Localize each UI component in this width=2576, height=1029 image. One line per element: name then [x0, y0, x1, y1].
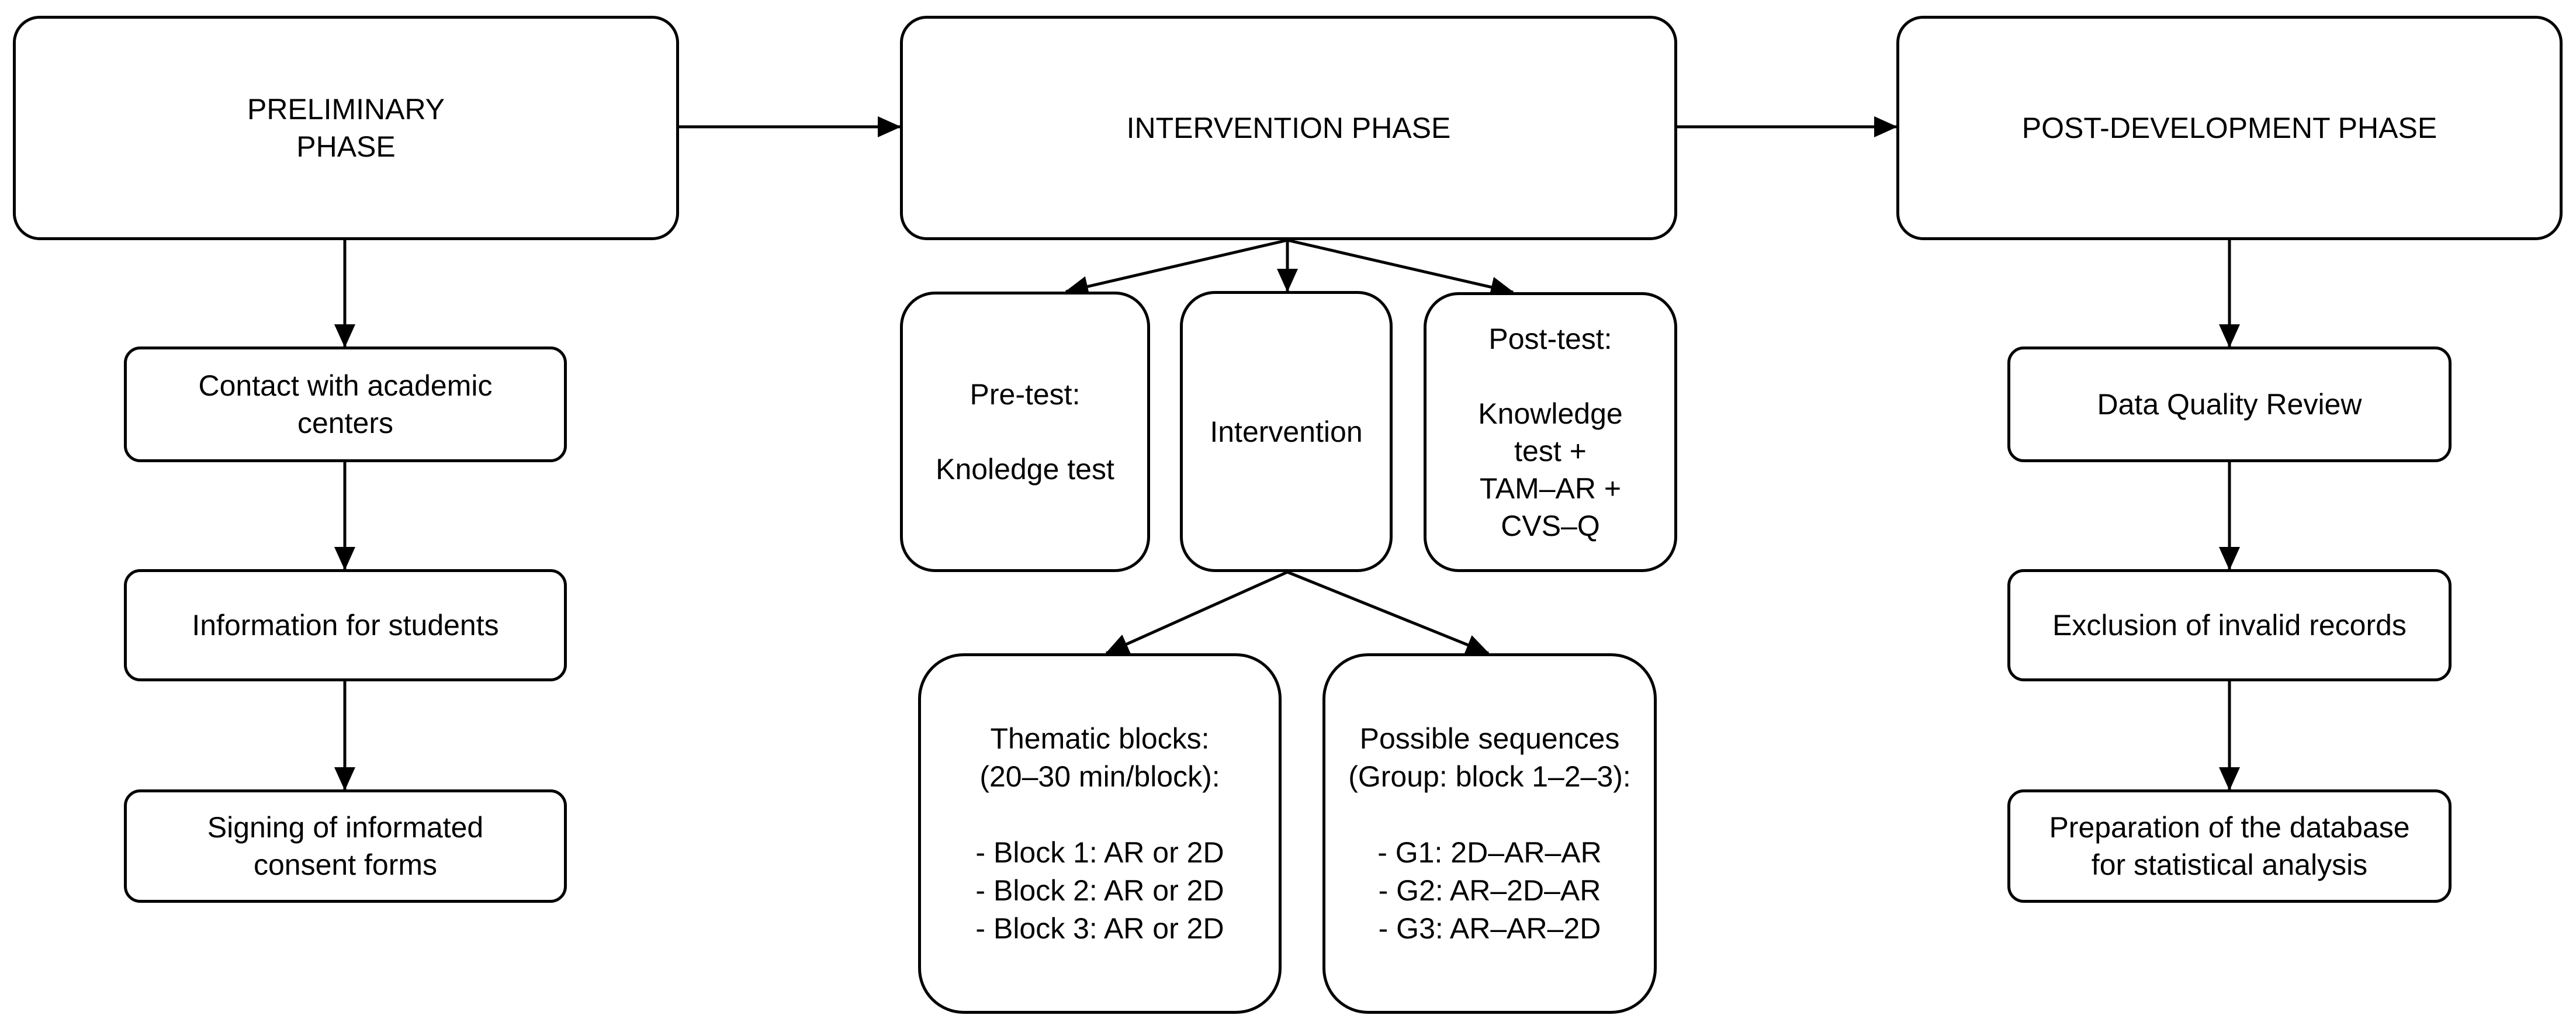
node-contact-academic-centers: Contact with academic centers: [124, 347, 567, 462]
node-data-quality-review: Data Quality Review: [2007, 347, 2452, 462]
edge-intervention-to-thematic: [1105, 570, 1289, 655]
node-post-development-phase: POST-DEVELOPMENT PHASE: [1896, 16, 2563, 240]
node-preliminary-phase: PRELIMINARY PHASE: [13, 16, 679, 240]
node-signing-consent-forms: Signing of informated consent forms: [124, 789, 567, 903]
node-pretest: Pre-test: Knoledge test: [900, 292, 1150, 572]
node-intervention-phase: INTERVENTION PHASE: [900, 16, 1677, 240]
edge-intervention-to-sequences: [1287, 570, 1490, 655]
node-information-students: Information for students: [124, 569, 567, 681]
node-preparation-database: Preparation of the database for statisti…: [2007, 789, 2452, 903]
node-intervention: Intervention: [1180, 291, 1393, 572]
edge-intervention-phase-to-pretest: [1065, 238, 1288, 297]
edge-intervention-phase-to-posttest: [1287, 238, 1514, 298]
node-thematic-blocks: Thematic blocks: (20–30 min/block): - Bl…: [918, 653, 1282, 1014]
node-possible-sequences: Possible sequences (Group: block 1–2–3):…: [1322, 653, 1657, 1014]
node-posttest: Post-test: Knowledge test + TAM–AR + CVS…: [1424, 292, 1677, 572]
node-exclusion-invalid-records: Exclusion of invalid records: [2007, 569, 2452, 681]
